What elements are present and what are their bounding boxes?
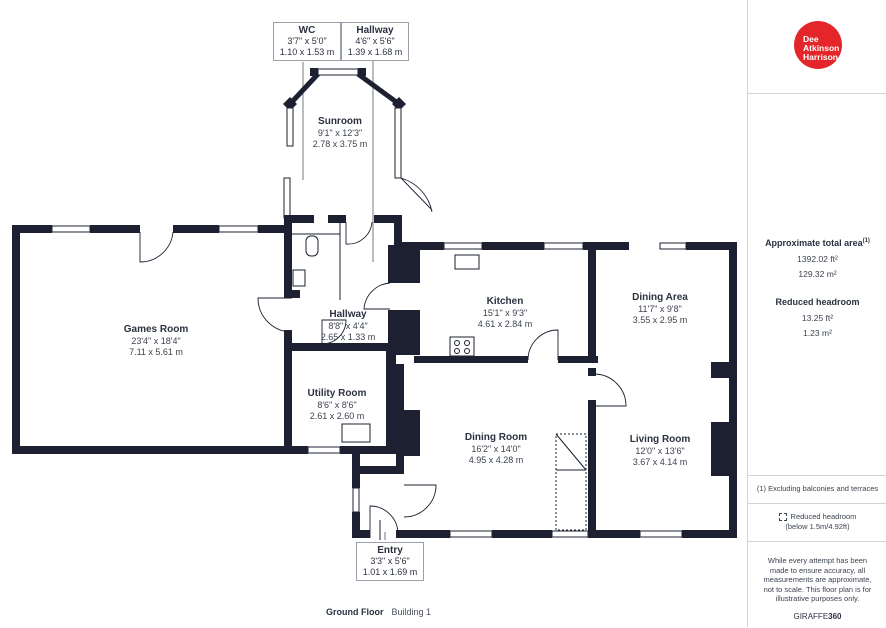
disclaimer-section: While every attempt has been made to ens… (748, 541, 886, 628)
svg-text:2.61 x 2.60 m: 2.61 x 2.60 m (310, 411, 365, 421)
room-label-entry: Entry 3'3" x 5'6" 1.01 x 1.69 m (356, 542, 424, 581)
total-area-ft: 1392.02 ft² (797, 254, 838, 264)
entry-inner-door (403, 484, 437, 518)
utility-walls (288, 351, 396, 454)
floor-name: Ground Floor (326, 607, 384, 617)
svg-text:Hallway: Hallway (329, 309, 367, 320)
sunroom-door (400, 177, 433, 213)
reduced-headroom-ft: 13.25 ft² (801, 313, 834, 323)
room-label-games-room: Games Room 23'4" x 18'4" 7.11 x 5.61 m (124, 324, 189, 357)
svg-text:Living Room: Living Room (630, 434, 691, 445)
legend-reduced-headroom-sub: (below 1.5m/4.92ft) (785, 521, 850, 531)
logo-line-1: Dee (803, 34, 819, 44)
reduced-headroom-label: Reduced headroom (775, 297, 860, 307)
utility-door (321, 319, 347, 345)
hallway-top-metric: 1.39 x 1.68 m (347, 47, 403, 57)
room-label-hallway-top: Hallway 4'6" x 5'6" 1.39 x 1.68 m (341, 22, 409, 61)
room-label-dining-room: Dining Room 16'2" x 14'0" 4.95 x 4.28 m (465, 432, 527, 465)
wc-imperial: 3'7" x 5'0" (287, 36, 327, 46)
disclaimer: While every attempt has been made to ens… (763, 556, 872, 603)
svg-text:8'6" x 8'6": 8'6" x 8'6" (317, 400, 356, 410)
svg-text:12'0" x 13'6": 12'0" x 13'6" (635, 446, 684, 456)
kitchen-walls (402, 242, 629, 363)
svg-text:3.67 x 4.14 m: 3.67 x 4.14 m (633, 457, 688, 467)
svg-text:2.65 x 1.33 m: 2.65 x 1.33 m (321, 332, 376, 342)
logo-line-2: Atkinson (803, 43, 840, 53)
room-label-utility-room: Utility Room 8'6" x 8'6" 2.61 x 2.60 m (308, 388, 367, 421)
dining-living-walls (588, 242, 737, 538)
reduced-headroom-m: 1.23 m² (803, 328, 832, 338)
kitchen-hall-door (363, 282, 391, 310)
room-label-living-room: Living Room 12'0" x 13'6" 3.67 x 4.14 m (630, 434, 691, 467)
wc-name: WC (298, 25, 316, 36)
svg-text:3.55 x 2.95 m: 3.55 x 2.95 m (633, 315, 688, 325)
entry-front-door (369, 505, 399, 538)
hallway-top-name: Hallway (356, 25, 394, 36)
svg-text:8'8" x 4'4": 8'8" x 4'4" (328, 321, 367, 331)
svg-text:Utility Room: Utility Room (308, 388, 367, 399)
svg-text:23'4" x 18'4": 23'4" x 18'4" (131, 336, 180, 346)
hallway-top-door (345, 221, 373, 245)
building-name: Building 1 (391, 607, 432, 617)
total-area-label: Approximate total area(1) (765, 238, 870, 248)
games-room-door (139, 231, 174, 263)
svg-text:Games Room: Games Room (124, 324, 189, 335)
floor-plan: Sunroom 9'1" x 12'3" 2.78 x 3.75 m Games… (12, 40, 737, 540)
svg-text:9'1" x 12'3": 9'1" x 12'3" (318, 128, 362, 138)
wc-metric: 1.10 x 1.53 m (279, 47, 335, 57)
dashed-box-icon (778, 513, 787, 522)
svg-text:16'2" x 14'0": 16'2" x 14'0" (471, 444, 520, 454)
hallway-walls (292, 222, 420, 355)
svg-text:4.61 x 2.84 m: 4.61 x 2.84 m (478, 319, 533, 329)
entry-walls (352, 446, 404, 538)
footnote-section: (1) Excluding balconies and terraces (748, 475, 886, 504)
legend-section: Reduced headroom (below 1.5m/4.92ft) (748, 503, 886, 542)
svg-text:7.11 x 5.61 m: 7.11 x 5.61 m (129, 347, 183, 357)
svg-text:11'7" x 9'8": 11'7" x 9'8" (638, 304, 682, 314)
svg-text:Dining Room: Dining Room (465, 432, 527, 443)
svg-text:Sunroom: Sunroom (318, 116, 362, 127)
living-door (593, 373, 627, 407)
room-label-dining-area: Dining Area 11'7" x 9'8" 3.55 x 2.95 m (632, 292, 688, 325)
floor-footer: Ground Floor Building 1 (326, 607, 431, 617)
svg-text:2.78 x 3.75 m: 2.78 x 3.75 m (313, 139, 368, 149)
svg-text:15'1" x 9'3": 15'1" x 9'3" (483, 308, 527, 318)
svg-text:Kitchen: Kitchen (487, 296, 524, 307)
total-area-m: 129.32 m² (798, 269, 837, 279)
sidebar: Dee Atkinson Harrison Approximate total … (747, 0, 886, 627)
entry-name: Entry (377, 545, 403, 556)
entry-imperial: 3'3" x 5'6" (370, 556, 410, 566)
logo-line-3: Harrison (803, 52, 838, 62)
kitchen-door (527, 329, 559, 361)
room-label-hallway: Hallway 8'8" x 4'4" 2.65 x 1.33 m (321, 309, 376, 342)
entry-metric: 1.01 x 1.69 m (362, 567, 418, 577)
dining-room-walls (396, 364, 589, 538)
legend-reduced-headroom: Reduced headroom (748, 512, 886, 522)
hallway-top-imperial: 4'6" x 5'6" (355, 36, 395, 46)
room-label-wc: WC 3'7" x 5'0" 1.10 x 1.53 m (273, 22, 341, 61)
agency-logo: Dee Atkinson Harrison (794, 21, 842, 69)
hallway-door (257, 297, 293, 333)
games-room-walls (12, 218, 292, 454)
footnote-excluding: (1) Excluding balconies and terraces (756, 484, 879, 493)
svg-text:4.95 x 4.28 m: 4.95 x 4.28 m (469, 455, 524, 465)
sunroom-walls (283, 68, 406, 245)
svg-text:Dining Area: Dining Area (632, 292, 688, 303)
brand-mark: GIRAFFE360 (793, 611, 842, 621)
room-label-kitchen: Kitchen 15'1" x 9'3" 4.61 x 2.84 m (478, 296, 533, 329)
room-label-sunroom: Sunroom 9'1" x 12'3" 2.78 x 3.75 m (313, 116, 368, 149)
area-summary: Approximate total area(1) 1392.02 ft² 12… (748, 93, 886, 476)
